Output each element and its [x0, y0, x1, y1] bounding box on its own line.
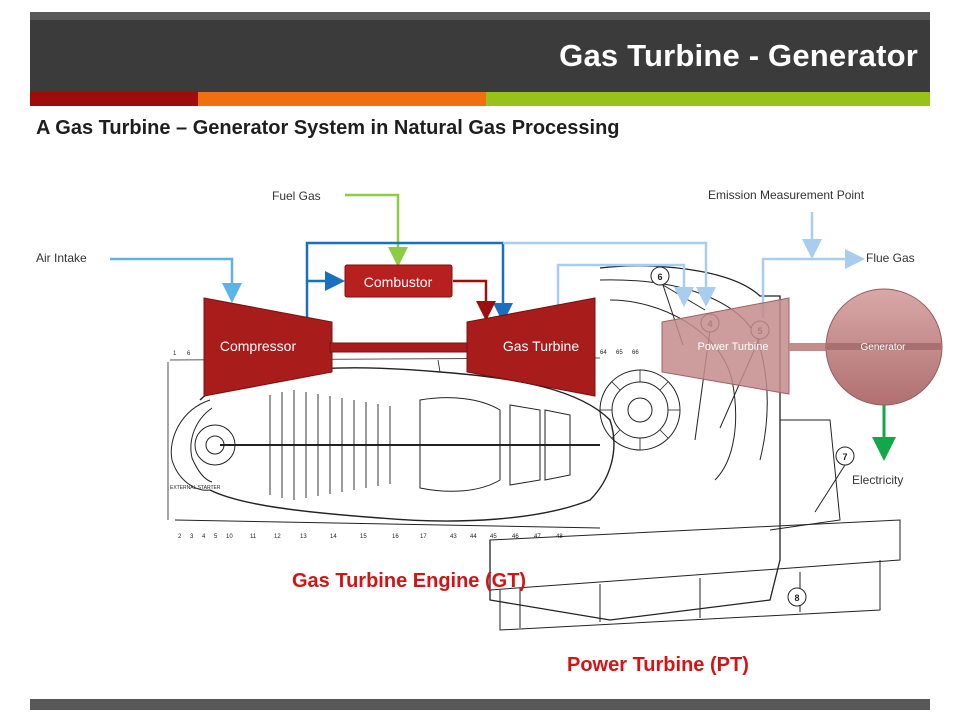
svg-text:43: 43 [450, 534, 457, 540]
air-intake-label: Air Intake [36, 251, 87, 265]
callout-8-label: 8 [794, 593, 799, 603]
svg-text:3: 3 [190, 534, 194, 540]
callout-6 [650, 266, 670, 286]
air-intake-arrow [110, 257, 242, 303]
svg-text:47: 47 [534, 534, 541, 540]
generator-shaft [826, 343, 942, 350]
callout-7 [835, 446, 855, 466]
exhaust-line-lower [556, 263, 694, 318]
combustor-label: Combustor [364, 274, 433, 290]
slide-title: Gas Turbine - Generator [559, 38, 918, 73]
pt-generator-shaft [789, 343, 837, 351]
svg-text:46: 46 [512, 534, 519, 540]
electricity-label: Electricity [852, 473, 903, 487]
fuel-gas-arrow [345, 193, 408, 267]
compressor-block [203, 297, 333, 397]
emission-point-label: Emission Measurement Point [708, 188, 865, 202]
fuel-gas-label: Fuel Gas [272, 189, 321, 203]
svg-text:44: 44 [470, 534, 477, 540]
svg-text:6: 6 [187, 351, 191, 357]
slide-header: Gas Turbine - Generator [30, 20, 930, 92]
svg-text:1: 1 [173, 351, 177, 357]
callout-6-label: 6 [657, 272, 662, 282]
power-turbine-block [661, 297, 790, 395]
svg-text:17: 17 [420, 534, 427, 540]
svg-text:11: 11 [250, 534, 257, 540]
top-accent-bar [30, 12, 930, 20]
engine-cutaway-drawing [167, 265, 901, 631]
flue-gas-arrow [761, 249, 865, 318]
power-turbine-caption: Power Turbine (PT) [567, 654, 749, 676]
bottom-accent-bar [30, 699, 930, 710]
callout-7-label: 7 [842, 452, 847, 462]
svg-text:64: 64 [600, 350, 607, 356]
svg-text:13: 13 [300, 534, 307, 540]
power-turbine-label: Power Turbine [698, 341, 769, 353]
shaft-bar [329, 342, 471, 353]
generator-label: Generator [860, 342, 906, 353]
svg-text:10: 10 [226, 534, 233, 540]
hot-gas-arrow [453, 279, 496, 321]
compressor-label: Compressor [220, 338, 297, 354]
slide-subtitle: A Gas Turbine – Generator System in Natu… [36, 117, 620, 139]
svg-text:12: 12 [274, 534, 281, 540]
combustor-block [344, 264, 453, 298]
gas-turbine-block [466, 297, 596, 397]
svg-text:16: 16 [392, 534, 399, 540]
stripe-red [30, 92, 198, 106]
gas-turbine-engine-caption: Gas Turbine Engine (GT) [292, 570, 527, 592]
svg-text:5: 5 [214, 534, 218, 540]
svg-text:4: 4 [202, 534, 206, 540]
gas-turbine-label: Gas Turbine [503, 338, 579, 354]
svg-text:65: 65 [616, 350, 623, 356]
svg-text:2: 2 [178, 534, 182, 540]
svg-text:14: 14 [330, 534, 337, 540]
exhaust-line-upper [503, 241, 716, 307]
stripe-orange [198, 92, 486, 106]
svg-text:48: 48 [556, 534, 563, 540]
stripe-green [486, 92, 930, 106]
svg-text:15: 15 [360, 534, 367, 540]
svg-text:45: 45 [490, 534, 497, 540]
external-starter-label: EXTERNAL STARTER [170, 485, 221, 491]
flue-gas-label: Flue Gas [866, 251, 915, 265]
callout-8 [787, 587, 807, 607]
svg-text:66: 66 [632, 350, 639, 356]
